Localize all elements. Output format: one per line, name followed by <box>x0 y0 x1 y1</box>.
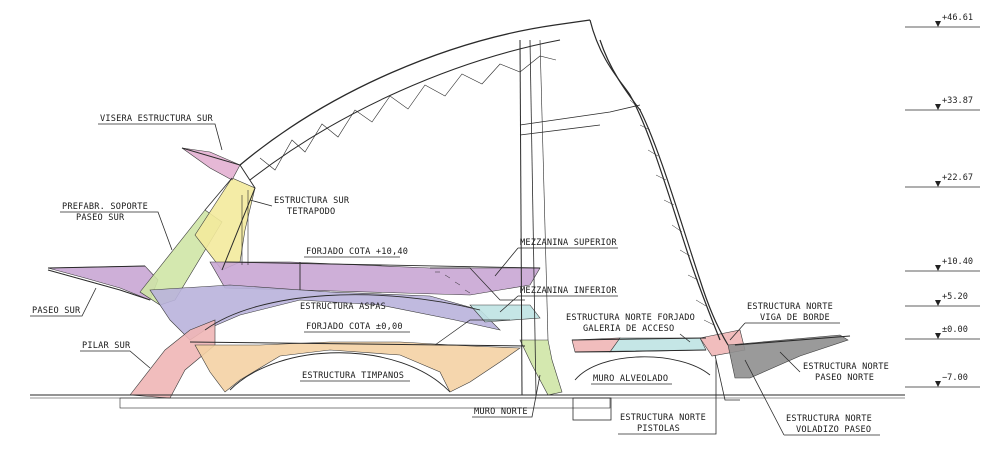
level-minus7: −7.00 <box>942 373 968 383</box>
label-aspas: ESTRUCTURA ASPAS <box>300 302 386 312</box>
label-norte-forjado: ESTRUCTURA NORTE FORJADO <box>566 313 695 323</box>
tetrapodo-zone <box>194 177 256 271</box>
level-33: +33.87 <box>942 96 973 106</box>
level-46: +46.61 <box>942 13 973 23</box>
timpanos-zone <box>194 341 521 393</box>
label-norte-pistolas: ESTRUCTURA NORTE <box>620 413 706 423</box>
label-mezz-inf: MEZZANINA INFERIOR <box>520 286 617 296</box>
label-voladizo: VOLADIZO PASEO <box>796 425 871 435</box>
level-marks: +46.61 +33.87 +22.67 +10.40 +5.20 ±0.00 … <box>905 13 980 388</box>
label-prefabr: PREFABR. SOPORTE <box>62 202 148 212</box>
norte-paseo-zone <box>727 334 849 379</box>
label-pilar-sur: PILAR SUR <box>82 341 131 351</box>
visera-zone <box>181 147 241 181</box>
pilar-sur-zone <box>129 319 216 399</box>
level-5: +5.20 <box>942 292 968 302</box>
label-forjado-10: FORJADO COTA +10,40 <box>306 247 408 257</box>
label-pistolas: PISTOLAS <box>637 424 680 434</box>
label-mezz-sup: MEZZANINA SUPERIOR <box>520 238 617 248</box>
label-paseo-sur: PASEO SUR <box>32 306 81 316</box>
label-estructura-sur: ESTRUCTURA SUR <box>274 196 350 206</box>
label-tetrapodo: TETRAPODO <box>287 207 335 217</box>
muro-norte-zone <box>519 339 563 396</box>
label-norte-viga: ESTRUCTURA NORTE <box>747 302 833 312</box>
level-22: +22.67 <box>942 173 973 183</box>
label-muro-norte: MURO NORTE <box>474 407 528 417</box>
level-10: +10.40 <box>942 257 973 267</box>
label-norte-voladizo: ESTRUCTURA NORTE <box>786 414 872 424</box>
label-galeria: GALERIA DE ACCESO <box>583 324 674 334</box>
label-norte-paseo: ESTRUCTURA NORTE <box>803 362 889 372</box>
label-forjado-0: FORJADO COTA ±0,00 <box>306 322 403 332</box>
level-0: ±0.00 <box>942 325 968 335</box>
label-visera: VISERA ESTRUCTURA SUR <box>100 114 213 124</box>
label-paseo-norte: PASEO NORTE <box>815 373 874 383</box>
label-viga-borde: VIGA DE BORDE <box>760 313 830 323</box>
label-muro-alveolado: MURO ALVEOLADO <box>593 374 668 384</box>
annotations: VISERA ESTRUCTURA SUR ESTRUCTURA SUR TET… <box>30 114 889 436</box>
paseo-sur-zone <box>47 265 159 301</box>
mezzanina-inferior-zone <box>469 304 541 323</box>
label-prefabr-paseo: PASEO SUR <box>76 213 125 223</box>
label-timpanos: ESTRUCTURA TIMPANOS <box>302 371 404 381</box>
